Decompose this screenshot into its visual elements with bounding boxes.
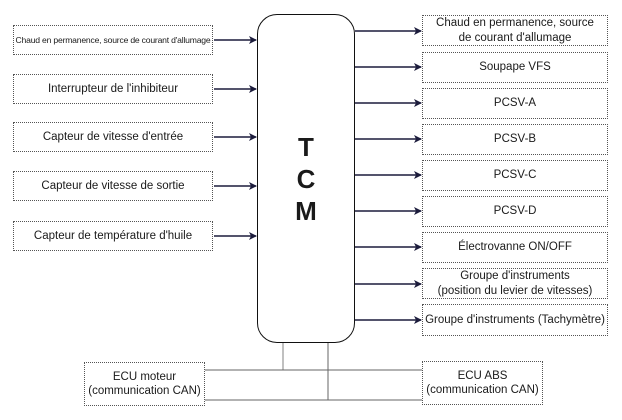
output-box-cluster-tachometer: Groupe d'instruments (Tachymètre) (422, 304, 608, 336)
tcm-module: T C M (257, 14, 355, 343)
output-box-vfs-valve: Soupape VFS (422, 52, 608, 83)
input-box-oil-temp-sensor: Capteur de température d'huile (13, 221, 213, 251)
output-box-pcsv-d: PCSV-D (422, 196, 608, 227)
output-label: PCSV-D (493, 205, 537, 218)
ecu-label-line2: (communication CAN) (426, 384, 539, 396)
input-label: Capteur de vitesse de sortie (41, 179, 185, 192)
output-label: PCSV-A (493, 97, 537, 110)
ecu-label: ECU ABS (457, 369, 508, 382)
output-label: PCSV-C (493, 169, 537, 182)
ecu-abs-node: ECU ABS (communication CAN) (422, 361, 543, 405)
output-label: Électrovanne ON/OFF (458, 241, 572, 254)
output-box-pcsv-a: PCSV-A (422, 88, 608, 119)
output-box-on-off-solenoid: Électrovanne ON/OFF (422, 232, 608, 263)
ecu-engine-node: ECU moteur (communication CAN) (84, 362, 205, 406)
input-box-inhibitor-switch: Interrupteur de l'inhibiteur (13, 74, 213, 104)
input-label: Interrupteur de l'inhibiteur (47, 82, 179, 95)
output-label: Groupe d'instruments (460, 270, 570, 283)
input-label: Capteur de température d'huile (33, 229, 193, 242)
input-box-input-speed-sensor: Capteur de vitesse d'entrée (13, 122, 213, 152)
input-label: Chaud en permanence, source de courant d… (15, 34, 211, 45)
tcm-letter: C (296, 163, 316, 194)
output-label: Groupe d'instruments (Tachymètre) (425, 313, 605, 326)
input-label: Capteur de vitesse d'entrée (42, 130, 184, 143)
output-label: Soupape VFS (479, 61, 551, 74)
tcm-letter: T (298, 131, 314, 162)
output-label-line2: (position du levier de vitesses) (437, 284, 593, 297)
output-box-cluster-shift-position: Groupe d'instruments(position du levier … (422, 268, 608, 299)
output-label-line2: de courant d'allumage (458, 31, 572, 44)
output-label: PCSV-B (493, 133, 537, 146)
output-box-pcsv-b: PCSV-B (422, 124, 608, 155)
ecu-label: ECU moteur (112, 370, 177, 383)
tcm-letter: M (295, 195, 317, 226)
output-label: Chaud en permanence, source (436, 17, 594, 30)
ecu-label-line2: (communication CAN) (88, 385, 201, 397)
output-box-pcsv-c: PCSV-C (422, 160, 608, 191)
input-box-ignition-power: Chaud en permanence, source de courant d… (13, 25, 213, 55)
input-box-output-speed-sensor: Capteur de vitesse de sortie (13, 171, 213, 201)
